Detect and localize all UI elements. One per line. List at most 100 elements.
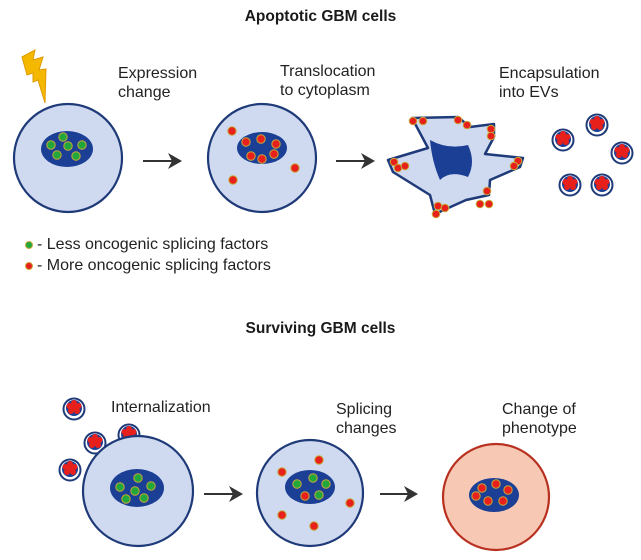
red-factor-dot — [486, 131, 496, 141]
label-line: Expression — [118, 65, 198, 82]
label-line: into EVs — [499, 84, 559, 101]
red-factor-dot — [603, 179, 610, 185]
red-factor-dot — [453, 115, 463, 125]
red-factor-dot — [393, 163, 403, 173]
red-factor-dot — [345, 498, 355, 508]
red-factor-dot — [483, 496, 493, 506]
red-factor-dot — [598, 119, 605, 125]
red-factor-dot — [599, 176, 605, 182]
green-factor-dot — [63, 141, 73, 151]
red-factor-dot — [482, 186, 492, 196]
red-factor-dot — [619, 149, 625, 155]
red-factor-dot — [246, 151, 256, 161]
label-line: Translocation — [280, 63, 376, 80]
red-factor-dot — [560, 136, 566, 142]
red-factor-dot — [614, 147, 621, 153]
green-factor-dot — [46, 140, 56, 150]
red-factor-dot — [462, 120, 472, 130]
red-factor-dot — [433, 201, 443, 211]
red-factor-dot — [271, 139, 281, 149]
legend-item-more-oncogenic: - More oncogenic splicing factors — [25, 255, 271, 276]
red-factor-dot — [96, 437, 103, 443]
red-factor-dot — [300, 491, 310, 501]
red-factor-dot — [503, 485, 513, 495]
lightning-bolt-icon — [21, 49, 47, 104]
step-label-change-of-phenotype: Change of phenotype — [502, 400, 577, 438]
label-line: Change of — [502, 401, 576, 418]
red-factor-dot — [92, 434, 98, 440]
red-factor-dot — [475, 199, 485, 209]
legend: - Less oncogenic splicing factors - More… — [25, 234, 271, 276]
red-factor-dot — [562, 179, 569, 185]
green-factor-dot — [52, 150, 62, 160]
label-line: to cytoplasm — [280, 82, 370, 99]
red-factor-dot — [290, 163, 300, 173]
red-factor-dot — [67, 461, 73, 467]
green-factor-dot — [146, 481, 156, 491]
label-line: Encapsulation — [499, 65, 600, 82]
red-factor-dot — [269, 149, 279, 159]
label-line: change — [118, 84, 171, 101]
red-factor-dot — [486, 124, 496, 134]
red-factor-dot — [75, 403, 82, 409]
label-line: phenotype — [502, 420, 577, 437]
red-factor-dot — [241, 137, 251, 147]
red-factor-dot — [418, 116, 428, 126]
red-factor-dot — [256, 134, 266, 144]
red-factor-dot — [571, 179, 578, 185]
red-factor-dot — [228, 175, 238, 185]
step-label-internalization: Internalization — [111, 398, 211, 417]
top-panel-title: Apoptotic GBM cells — [244, 8, 397, 25]
red-factor-dot — [67, 466, 73, 472]
red-factor-dot — [594, 179, 601, 185]
red-factor-dot — [440, 203, 450, 213]
green-factor-dot — [308, 473, 318, 483]
green-dot-icon — [25, 240, 33, 249]
red-factor-dot — [277, 510, 287, 520]
legend-text: - Less oncogenic splicing factors — [37, 236, 269, 253]
label-line: Splicing — [336, 401, 393, 418]
red-factor-dot — [71, 464, 78, 470]
step-label-splicing-changes: Splicing changes — [336, 400, 397, 438]
red-factor-dot — [491, 479, 501, 489]
green-factor-dot — [321, 479, 331, 489]
legend-item-less-oncogenic: - Less oncogenic splicing factors — [25, 234, 271, 255]
red-factor-dot — [389, 157, 399, 167]
label-line: changes — [336, 420, 397, 437]
green-factor-dot — [77, 140, 87, 150]
red-factor-dot — [309, 521, 319, 531]
legend-text: - More oncogenic splicing factors — [37, 257, 271, 274]
red-factor-dot — [126, 426, 132, 432]
green-factor-dot — [130, 486, 140, 496]
red-factor-dot — [277, 467, 287, 477]
red-factor-dot — [477, 483, 487, 493]
step-label-translocation: Translocation to cytoplasm — [280, 62, 375, 100]
red-factor-dot — [594, 116, 600, 122]
red-factor-dot — [92, 439, 98, 445]
red-factor-dot — [71, 400, 77, 406]
bottom-panel-title: Surviving GBM cells — [245, 320, 396, 337]
red-factor-dot — [121, 429, 128, 435]
red-factor-dot — [589, 119, 596, 125]
red-factor-dot — [62, 464, 69, 470]
green-factor-dot — [314, 490, 324, 500]
red-factor-dot — [619, 144, 625, 150]
red-factor-dot — [498, 496, 508, 506]
red-factor-dot — [564, 134, 571, 140]
red-factor-dot — [431, 209, 441, 219]
green-factor-dot — [71, 151, 81, 161]
red-factor-dot — [509, 161, 519, 171]
label-line: Internalization — [111, 399, 211, 416]
red-factor-dot — [314, 455, 324, 465]
red-factor-dot — [400, 161, 410, 171]
red-factor-dot — [408, 116, 418, 126]
red-factor-dot — [567, 176, 573, 182]
green-factor-dot — [121, 494, 131, 504]
red-factor-dot — [555, 134, 562, 140]
red-factor-dot — [599, 181, 605, 187]
red-factor-dot — [257, 154, 267, 164]
green-factor-dot — [115, 482, 125, 492]
red-factor-dot — [471, 491, 481, 501]
red-dot-icon — [25, 261, 33, 270]
red-factor-dot — [87, 437, 94, 443]
